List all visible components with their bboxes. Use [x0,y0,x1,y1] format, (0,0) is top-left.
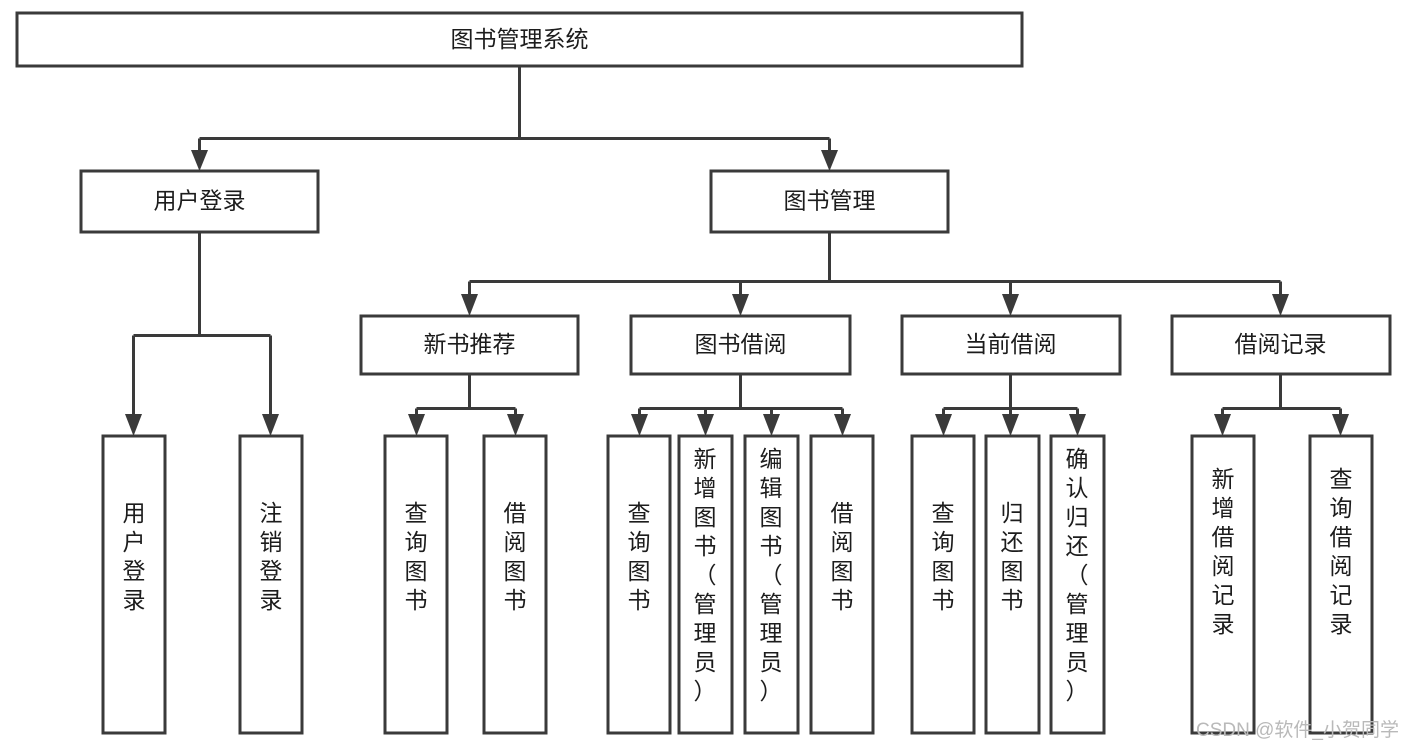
node-current-borrow[interactable]: 当前借阅 [900,314,1122,376]
node-leaf-borrow-book[interactable]: 借阅图书 [809,434,875,735]
node-leaf-add-borrow-record[interactable]: 新增借阅记录 [1190,434,1256,735]
node-leaf-edit-book-label: 编辑图书（管理员） [760,446,783,704]
node-leaf-query-book-recommend-box[interactable] [383,434,449,735]
connector-recommend-to-leaves [408,374,524,436]
node-leaf-query-book-current-box[interactable] [910,434,976,735]
node-leaf-logout-login-label: 注销登录 [260,500,283,613]
connector-root-to-level2 [191,66,838,171]
csdn-watermark: CSDN @软件_小贺同学 [1196,719,1399,741]
node-leaf-return-book-label: 归还图书 [1001,500,1024,613]
node-leaf-user-login[interactable]: 用户登录 [101,434,167,735]
node-borrow-record-label: 借阅记录 [1235,331,1327,357]
node-leaf-edit-book[interactable]: 编辑图书（管理员） [743,434,800,735]
node-leaf-borrow-book-recommend-box[interactable] [482,434,548,735]
node-leaf-return-book[interactable]: 归还图书 [984,434,1041,735]
node-root-system-label: 图书管理系统 [451,26,589,52]
node-leaf-confirm-return[interactable]: 确认归还（管理员） [1049,434,1106,735]
node-current-borrow-label: 当前借阅 [965,331,1057,357]
node-leaf-query-borrow-record-label: 查询借阅记录 [1330,466,1353,637]
node-leaf-borrow-book-label: 借阅图书 [831,500,854,613]
node-root-system[interactable]: 图书管理系统 [15,11,1024,68]
node-user-login-box[interactable] [79,169,320,234]
node-leaf-query-book-current[interactable]: 查询图书 [910,434,976,735]
connector-userlogin-to-leaves [125,232,279,436]
node-leaf-borrow-book-recommend-label: 借阅图书 [504,500,527,613]
node-leaf-logout-login-box[interactable] [238,434,304,735]
connector-current-to-leaves [935,374,1086,436]
node-leaf-query-borrow-record[interactable]: 查询借阅记录 [1308,434,1374,735]
node-book-borrow-label: 图书借阅 [695,331,787,357]
node-leaf-add-borrow-record-label: 新增借阅记录 [1212,466,1235,637]
node-leaf-confirm-return-label: 确认归还（管理员） [1066,446,1089,704]
node-book-manage-label: 图书管理 [784,188,876,214]
node-leaf-query-book-borrow-box[interactable] [606,434,672,735]
node-book-borrow-box[interactable] [629,314,852,376]
node-leaf-user-login-label: 用户登录 [123,500,146,613]
connector-bookmanage-to-level3 [461,232,1289,316]
node-leaf-borrow-book-recommend[interactable]: 借阅图书 [482,434,548,735]
connectors-layer [125,66,1349,436]
node-leaf-query-book-borrow-label: 查询图书 [628,500,651,613]
node-leaf-query-book-recommend-label: 查询图书 [405,500,428,613]
node-new-book-recommend[interactable]: 新书推荐 [359,314,580,376]
node-leaf-query-book-current-label: 查询图书 [932,500,955,613]
node-leaf-query-book-recommend[interactable]: 查询图书 [383,434,449,735]
node-leaf-query-book-borrow[interactable]: 查询图书 [606,434,672,735]
node-leaf-edit-book-box[interactable] [743,434,800,735]
node-leaf-confirm-return-box[interactable] [1049,434,1106,735]
connector-record-to-leaves [1214,374,1349,436]
node-book-manage[interactable]: 图书管理 [709,169,950,234]
node-book-borrow[interactable]: 图书借阅 [629,314,852,376]
node-user-login[interactable]: 用户登录 [79,169,320,234]
node-leaf-add-book-box[interactable] [677,434,734,735]
node-leaf-add-book[interactable]: 新增图书（管理员） [677,434,734,735]
node-new-book-recommend-label: 新书推荐 [424,331,516,357]
node-leaf-logout-login[interactable]: 注销登录 [238,434,304,735]
node-current-borrow-box[interactable] [900,314,1122,376]
node-leaf-add-book-label: 新增图书（管理员） [694,446,717,704]
node-new-book-recommend-box[interactable] [359,314,580,376]
node-borrow-record-box[interactable] [1170,314,1392,376]
node-leaf-return-book-box[interactable] [984,434,1041,735]
node-root-system-box[interactable] [15,11,1024,68]
node-leaf-borrow-book-box[interactable] [809,434,875,735]
node-borrow-record[interactable]: 借阅记录 [1170,314,1392,376]
node-book-manage-box[interactable] [709,169,950,234]
node-leaf-add-borrow-record-box[interactable] [1190,434,1256,735]
connector-borrow-to-leaves [631,374,851,436]
node-leaf-query-borrow-record-box[interactable] [1308,434,1374,735]
node-user-login-label: 用户登录 [154,188,246,214]
node-leaf-user-login-box[interactable] [101,434,167,735]
